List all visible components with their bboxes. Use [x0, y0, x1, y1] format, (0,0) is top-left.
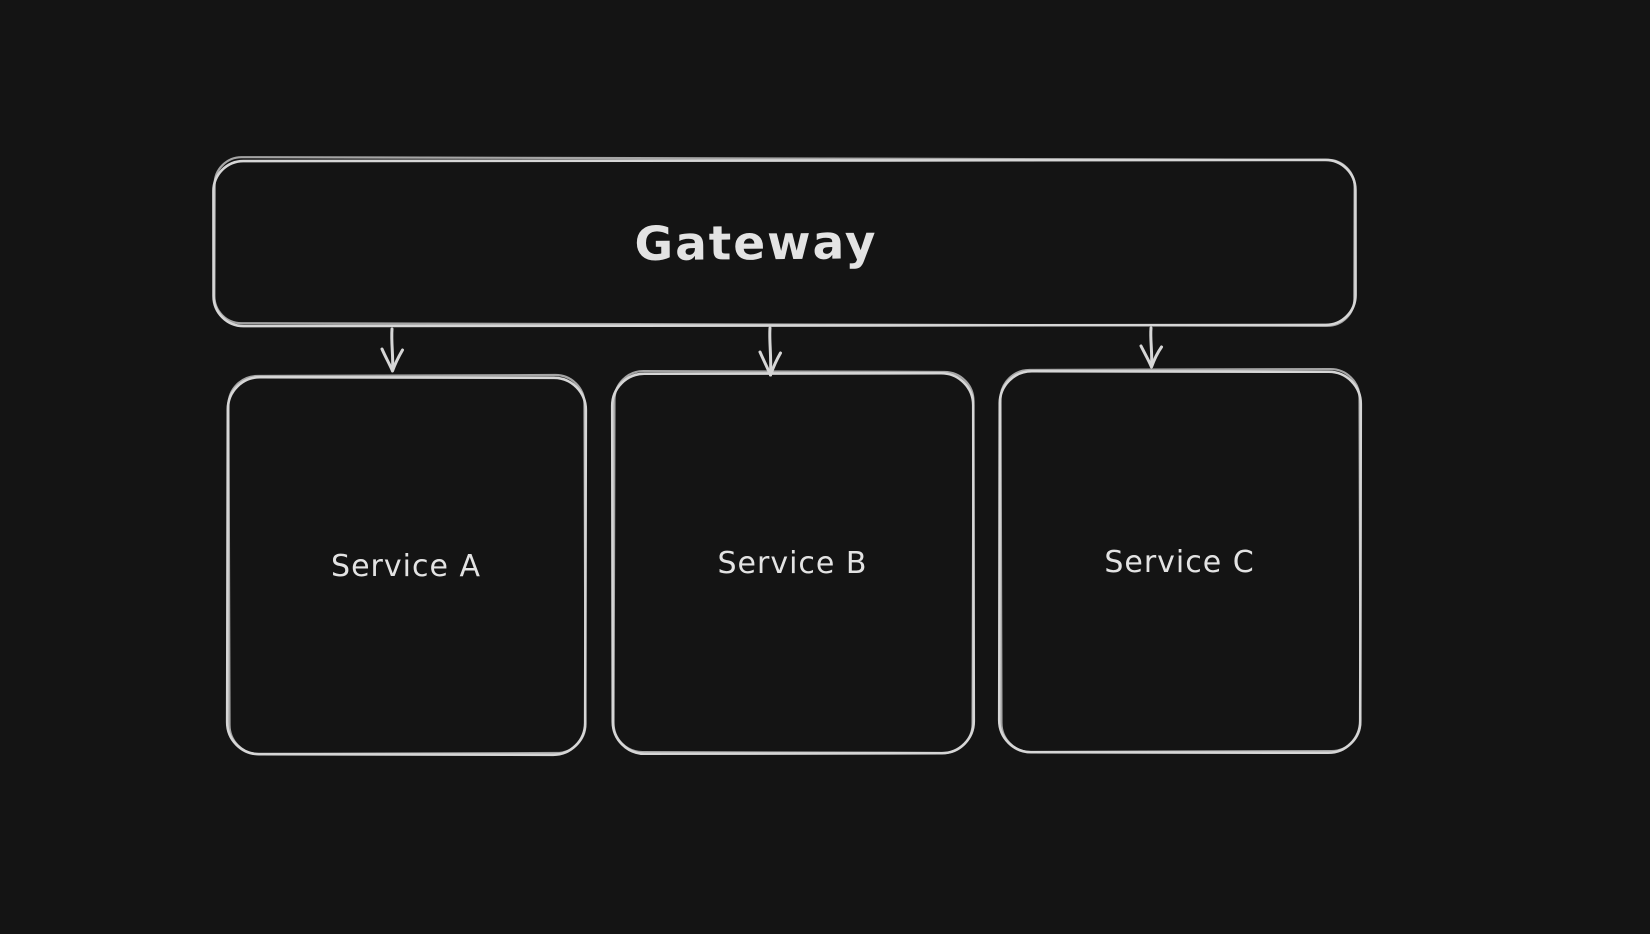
arrow-shaft [768, 326, 773, 377]
arrow-head [1139, 344, 1163, 369]
service-b-node[interactable] [610, 369, 976, 756]
service-a-box-outline [225, 375, 588, 757]
service-c-box-outline-2 [999, 367, 1362, 754]
service-b-box-outline-2 [612, 369, 975, 755]
gateway-box-outline [212, 158, 1357, 328]
arrow-shaft [1149, 326, 1154, 368]
service-b-box-outline [610, 371, 976, 756]
gateway-box-outline-2 [213, 156, 1356, 327]
service-c-node[interactable] [997, 367, 1363, 755]
gateway-node[interactable] [212, 156, 1357, 328]
service-a-box-outline-2 [227, 373, 587, 756]
service-a-node[interactable] [225, 373, 588, 757]
arrow-gateway-to-service-a[interactable] [380, 327, 404, 373]
arrow-head [380, 347, 404, 373]
arrow-head [758, 350, 782, 377]
arrow-gateway-to-service-b[interactable] [758, 326, 782, 377]
arrow-shaft [390, 327, 395, 372]
arrow-gateway-to-service-c[interactable] [1139, 326, 1163, 369]
service-c-box-outline [997, 369, 1363, 755]
